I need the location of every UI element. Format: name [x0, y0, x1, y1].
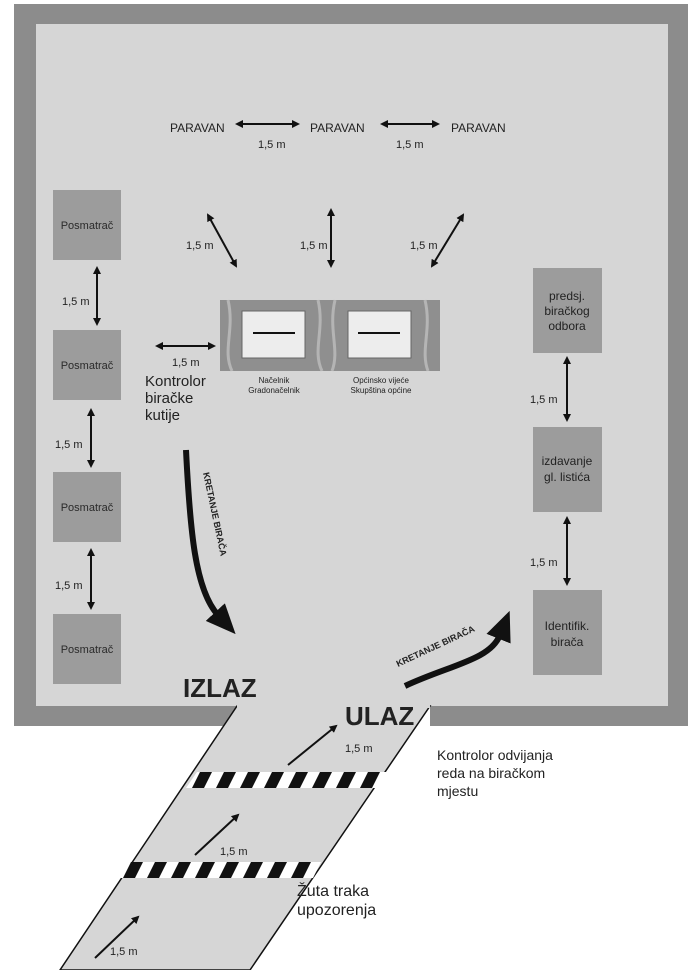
distance-arrow: [430, 213, 465, 268]
station-label: odbora: [548, 319, 586, 333]
observer-label: Posmatrač: [61, 220, 114, 232]
observer-desk: Posmatrač: [53, 472, 121, 542]
entry-movement-arrow: [403, 610, 511, 689]
distance-arrow: [207, 213, 237, 268]
distance-label: 1,5 m: [300, 240, 328, 252]
ballot-box-label: Skupština općine: [351, 386, 412, 395]
warning-tape-label: upozorenja: [297, 902, 376, 919]
distance-label: 1,5 m: [258, 139, 286, 151]
station-label: gl. listića: [544, 470, 590, 484]
station-label: biračkog: [544, 304, 589, 318]
distance-label: 1,5 m: [220, 846, 248, 858]
observer-desk: Posmatrač: [53, 330, 121, 400]
box-controller-label: kutije: [145, 407, 180, 424]
corridor-arrow: [194, 813, 240, 856]
corridor-arrow: [94, 915, 140, 959]
screen-label: PARAVAN: [310, 121, 365, 135]
order-controller-label: mjestu: [437, 783, 478, 799]
observer-label: Posmatrač: [61, 360, 114, 372]
screen-label: PARAVAN: [451, 121, 506, 135]
observer-desk: Posmatrač: [53, 614, 121, 684]
station-label: Identifik.: [545, 619, 590, 633]
voter-identification-desk: Identifik. birača: [533, 590, 602, 675]
exit-movement-arrow: [183, 449, 236, 635]
warning-tape-label: Žuta traka: [297, 881, 369, 900]
screen-label: PARAVAN: [170, 121, 225, 135]
observer-label: Posmatrač: [61, 502, 114, 514]
distance-label: 1,5 m: [62, 296, 90, 308]
distance-label: 1,5 m: [55, 580, 83, 592]
entrance-label: ULAZ: [345, 701, 414, 731]
station-label: birača: [551, 635, 584, 649]
distance-label: 1,5 m: [410, 240, 438, 252]
ballot-box-label: Gradonačelnik: [248, 386, 301, 395]
ballot-box-label: Općinsko vijeće: [353, 376, 410, 385]
distance-label: 1,5 m: [345, 743, 373, 755]
observer-desk: Posmatrač: [53, 190, 121, 260]
exit-label: IZLAZ: [183, 673, 257, 703]
entrance-corridor: [59, 705, 432, 970]
distance-label: 1,5 m: [186, 240, 214, 252]
warning-tape: [117, 772, 390, 878]
corridor-arrow: [287, 724, 338, 766]
distance-label: 1,5 m: [530, 557, 558, 569]
distance-label: 1,5 m: [530, 394, 558, 406]
distance-label: 1,5 m: [172, 357, 200, 369]
station-label: izdavanje: [542, 454, 593, 468]
observer-label: Posmatrač: [61, 644, 114, 656]
distance-label: 1,5 m: [55, 439, 83, 451]
order-controller-label: reda na biračkom: [437, 765, 545, 781]
distance-label: 1,5 m: [396, 139, 424, 151]
ballot-box-label: Načelnik: [259, 376, 291, 385]
distance-label: 1,5 m: [110, 946, 138, 958]
box-controller-label: biračke: [145, 390, 193, 407]
station-label: predsj.: [549, 289, 585, 303]
box-controller-label: Kontrolor: [145, 373, 206, 390]
ballot-boxes: [220, 299, 440, 372]
committee-president-desk: predsj. biračkog odbora: [533, 268, 602, 353]
order-controller-label: Kontrolor odvijanja: [437, 747, 553, 763]
ballot-issuing-desk: izdavanje gl. listića: [533, 427, 602, 512]
